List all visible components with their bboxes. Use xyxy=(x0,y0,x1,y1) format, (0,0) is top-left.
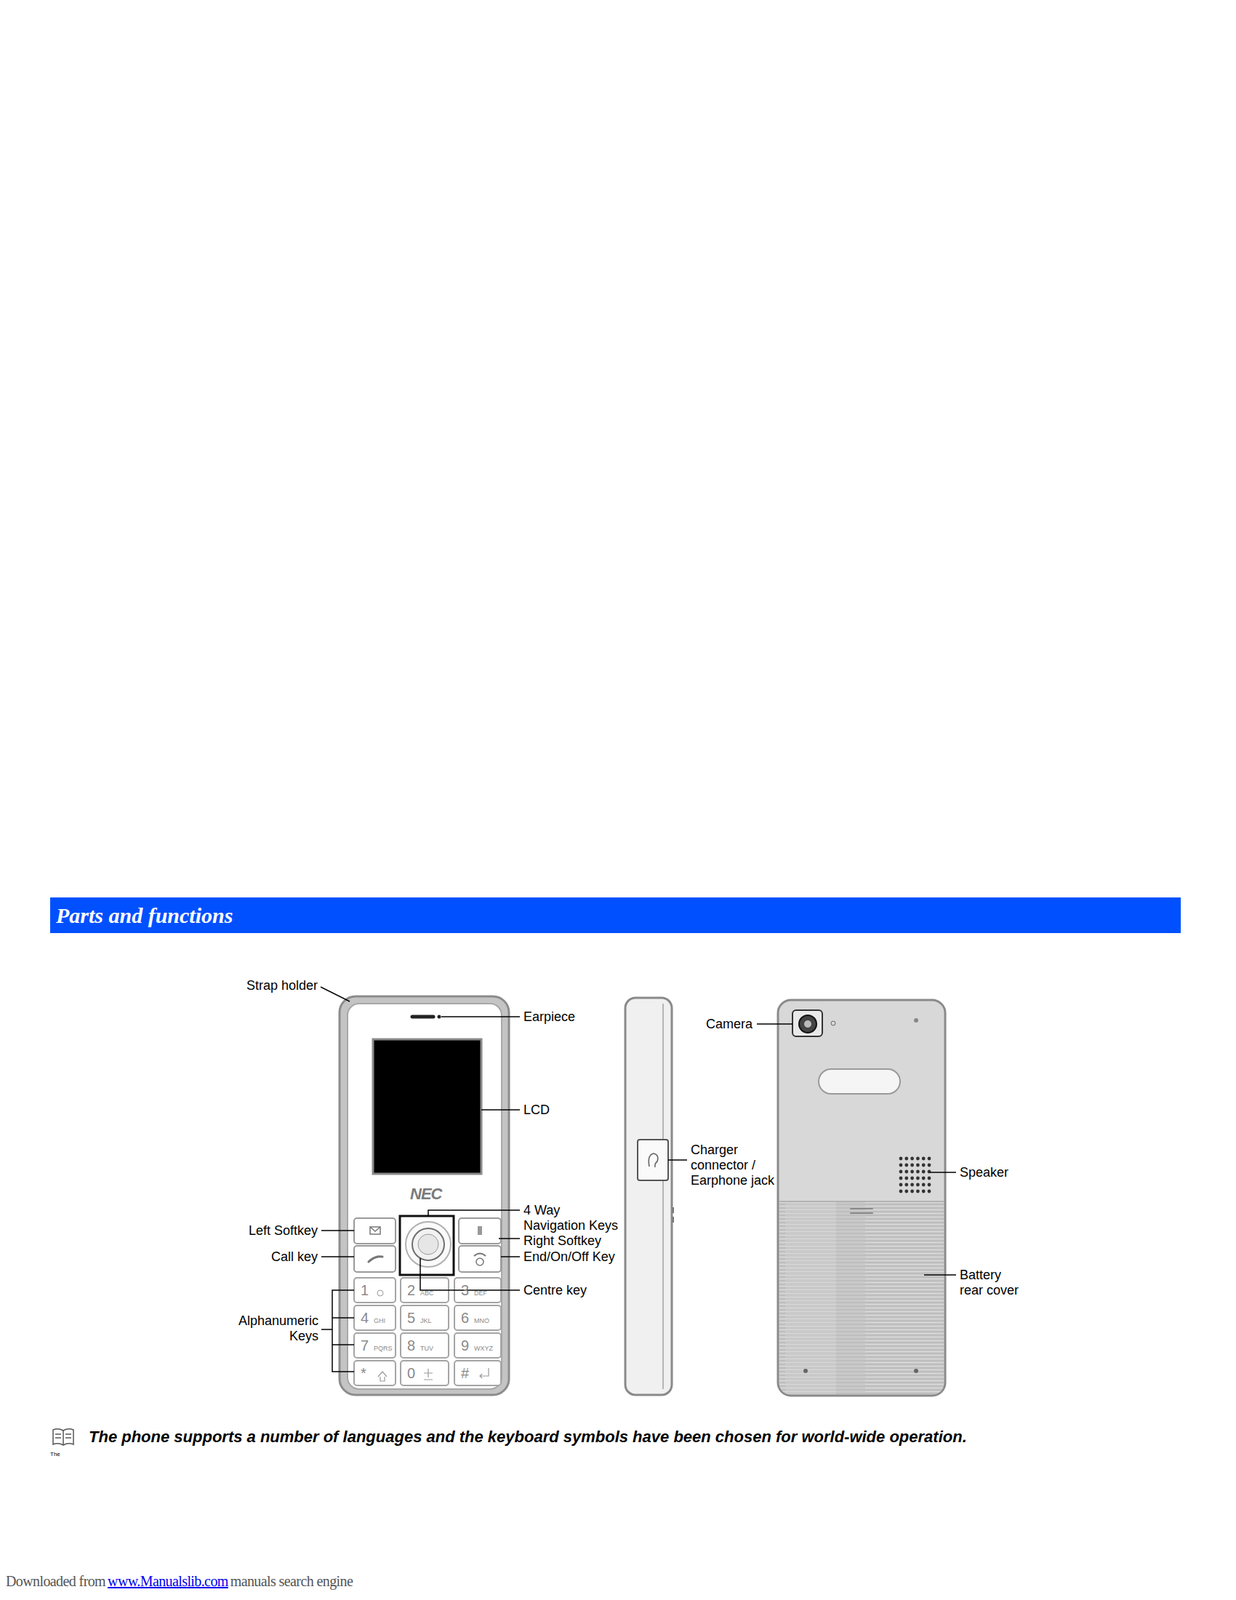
key-digit: 1 xyxy=(360,1281,369,1298)
part-label: End/On/Off Key xyxy=(523,1249,616,1265)
key-letters: ABC xyxy=(420,1289,435,1297)
part-label: Strap holder xyxy=(246,977,318,994)
header-band: Parts and functions xyxy=(50,897,1181,933)
part-label: Centre key xyxy=(523,1282,587,1298)
part-label: Right Softkey xyxy=(523,1233,602,1249)
key-digit: * xyxy=(360,1364,367,1381)
front-view xyxy=(339,996,509,1395)
key-letters: DEF xyxy=(474,1289,488,1297)
brand-logo: NEC xyxy=(410,1184,442,1204)
key-digit: # xyxy=(460,1364,469,1381)
part-label: 4 Way Navigation Keys xyxy=(523,1202,624,1234)
key-letters: PQRS xyxy=(373,1344,393,1352)
footer-link: www.Manualslib.com xyxy=(107,1571,229,1590)
part-label: Call key xyxy=(271,1249,318,1265)
part-label: Camera xyxy=(705,1016,753,1032)
key-digit: 0 xyxy=(407,1364,416,1381)
footer-text: manuals search engine xyxy=(230,1571,353,1590)
key-digit: 9 xyxy=(460,1337,469,1354)
leader-lines xyxy=(320,986,957,1372)
key-letters: MNO xyxy=(474,1316,490,1324)
key-digit: 3 xyxy=(460,1281,469,1298)
part-label: Charger connector / Earphone jack xyxy=(690,1142,783,1189)
part-label: Battery rear cover xyxy=(959,1267,1026,1298)
part-label: Speaker xyxy=(959,1164,1009,1181)
key-digit: 5 xyxy=(407,1309,416,1326)
key-digit: 6 xyxy=(460,1309,469,1326)
key-letters: TUV xyxy=(420,1344,434,1352)
book-icon xyxy=(53,1428,74,1445)
key-digit: 4 xyxy=(360,1309,369,1326)
key-letters: WXYZ xyxy=(474,1344,493,1352)
part-label: LCD xyxy=(523,1102,550,1118)
key-digit: 2 xyxy=(407,1281,416,1298)
key-digit: 8 xyxy=(407,1337,416,1354)
part-label: Alphanumeric Keys xyxy=(229,1313,319,1344)
footer: Downloaded fromwww.Manualslib.commanuals… xyxy=(5,1571,353,1590)
part-label: Earpiece xyxy=(523,1009,576,1025)
stray-text: The xyxy=(50,1450,61,1458)
key-letters: JKL xyxy=(420,1316,432,1324)
part-label: Left Softkey xyxy=(248,1222,318,1239)
side-view xyxy=(625,997,674,1395)
note-text: The phone supports a number of languages… xyxy=(88,1427,967,1447)
section-title: Parts and functions xyxy=(50,897,1181,928)
key-digit: 7 xyxy=(360,1337,369,1354)
key-letters: GHI xyxy=(373,1316,386,1324)
back-view xyxy=(777,999,946,1396)
footer-text: Downloaded from xyxy=(5,1571,106,1590)
